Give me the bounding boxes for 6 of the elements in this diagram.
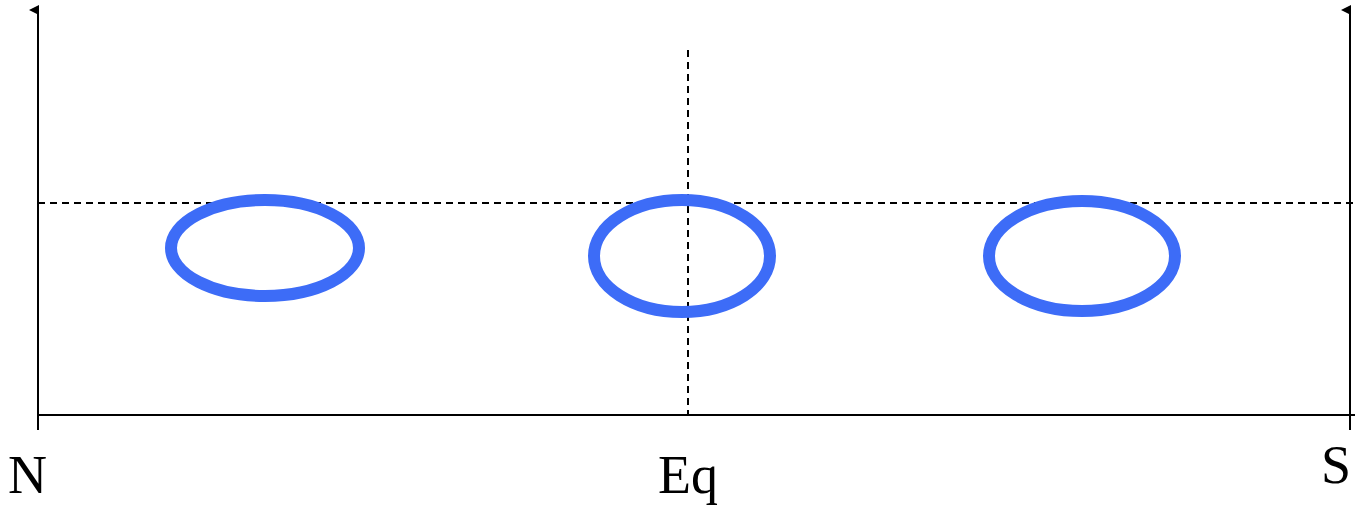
axis-label: S xyxy=(1320,435,1351,495)
oval-ring xyxy=(588,194,776,318)
axis-label: N xyxy=(8,445,47,505)
oval-ring xyxy=(165,194,365,302)
oval-ring xyxy=(983,195,1181,317)
axis-label: Eq xyxy=(658,445,718,505)
